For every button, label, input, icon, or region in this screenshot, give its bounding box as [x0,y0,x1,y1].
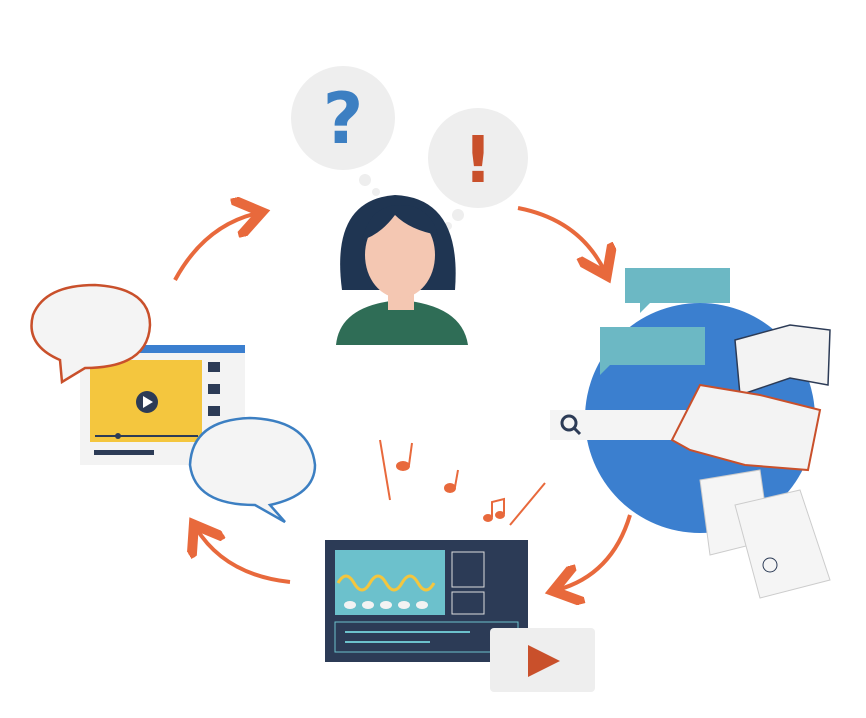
exclamation-thought-bubble: ! [428,108,528,230]
document-page-icon [734,489,831,599]
speech-bubble-red [30,283,152,385]
person-avatar [336,195,468,345]
play-button[interactable] [490,628,595,692]
music-notes [379,439,546,526]
question-thought-bubble: ? [291,66,395,196]
cycle-arrow-bottom-left [196,528,291,584]
cycle-arrow-top-left [173,213,258,281]
search-bar [550,410,690,440]
question-mark-icon: ? [323,78,364,160]
open-book-icon [670,383,822,472]
research-globe [550,268,831,599]
exclamation-mark-icon: ! [463,124,492,198]
chat-bubble-teal-top [625,268,730,313]
speech-bubble-blue [188,416,317,524]
search-icon [560,414,578,432]
cycle-arrow-bottom-right [557,514,632,590]
chat-bubble-teal-bottom [600,327,705,375]
play-icon [528,645,560,677]
cycle-arrow-top-right [517,206,605,272]
